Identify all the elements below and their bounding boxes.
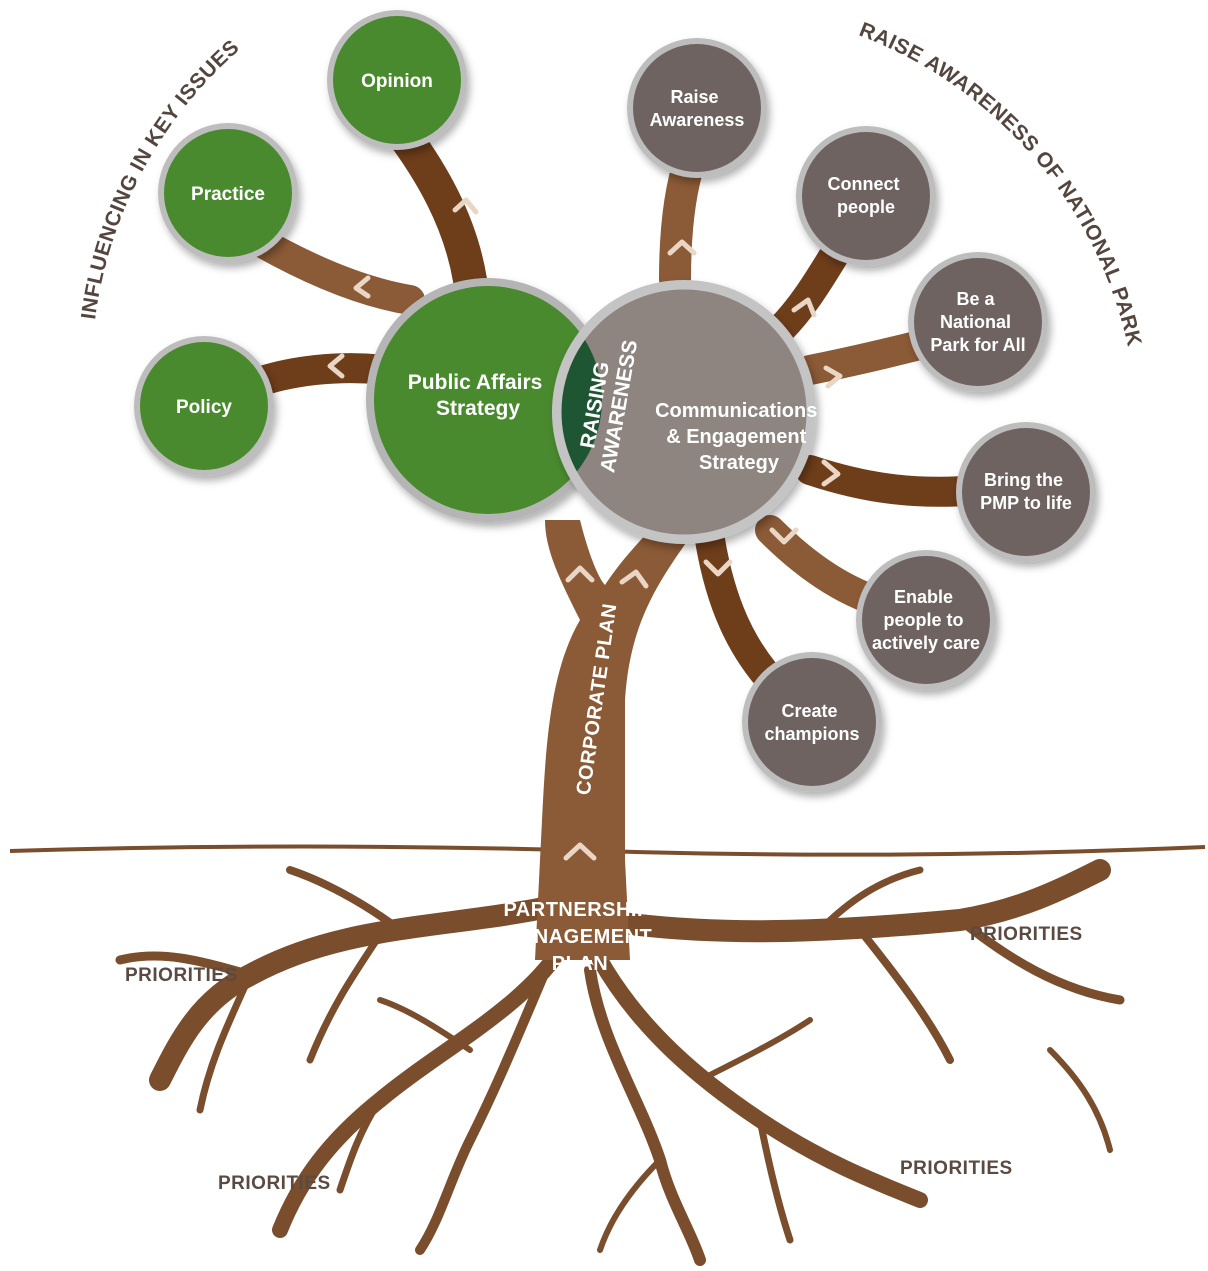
direction-arrows [327,197,843,861]
circle-raise-awareness [627,38,767,178]
circle-practice [158,123,298,263]
priorities-bottom-left-label: PRIORITIES [218,1173,331,1194]
communications-label: Communications & Engagement Strategy [655,400,823,474]
circle-enable-people-label: Enable people to actively care [872,587,980,653]
priorities-left-label: PRIORITIES [125,965,238,986]
circle-bring-pmp-label: Bring the PMP to life [980,470,1072,513]
circle-connect-people [796,126,936,266]
circle-opinion [327,10,467,150]
partnership-management-plan-label: PARTNERSHIP MANAGEMENT PLAN [502,899,659,975]
circle-raise-awareness-label: Raise Awareness [650,87,745,130]
priorities-right-label: PRIORITIES [970,924,1083,945]
circle-enable-people [856,550,996,690]
priorities-bottom-right-label: PRIORITIES [900,1158,1013,1179]
communications-ring [558,286,810,538]
circle-policy [134,336,274,476]
roots [115,859,1125,1266]
circle-practice-label: Practice [191,184,265,205]
circle-national-park [908,252,1048,392]
circle-national-park-label: Be a National Park for All [930,289,1025,355]
trunk [535,520,695,960]
circle-connect-people-label: Connect people [827,174,904,217]
circle-opinion-label: Opinion [361,71,433,92]
public-affairs-label: Public Affairs Strategy [408,371,548,420]
circle-communications [552,280,816,544]
circle-create-champions-label: Create champions [764,701,859,744]
circle-policy-label: Policy [176,397,232,418]
circle-create-champions [742,652,882,792]
circle-public-affairs [366,278,610,522]
circle-bring-pmp [956,422,1096,562]
